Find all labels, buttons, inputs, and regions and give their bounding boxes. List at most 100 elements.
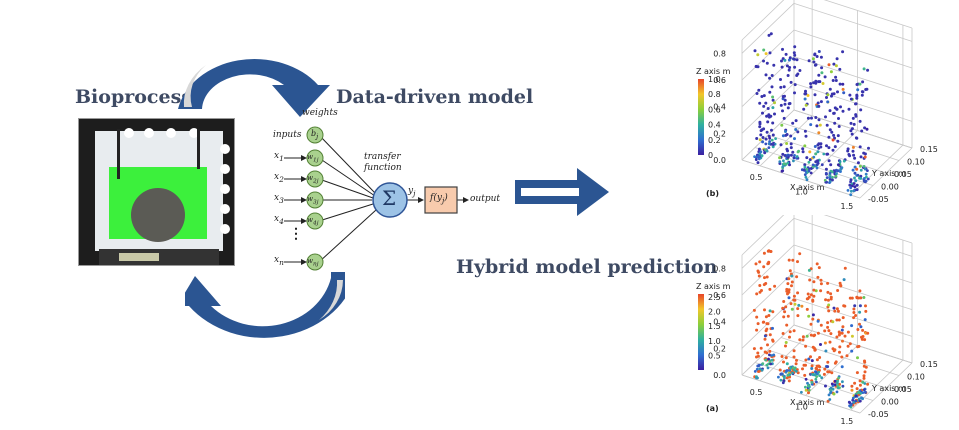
data-point — [835, 172, 838, 176]
data-point — [836, 90, 839, 94]
data-point — [813, 52, 817, 56]
data-point — [832, 306, 836, 310]
inputs-label: inputs — [273, 130, 302, 140]
data-point — [789, 146, 793, 150]
colorbar — [698, 79, 704, 155]
data-point — [846, 149, 850, 153]
data-point — [782, 360, 785, 364]
data-point — [842, 278, 846, 282]
data-point — [815, 358, 819, 362]
gridline — [741, 3, 795, 54]
data-point — [765, 130, 769, 134]
colorbar-tick-label: 0.5 — [708, 351, 721, 360]
data-point — [772, 63, 776, 67]
data-point — [855, 295, 859, 299]
data-point — [785, 64, 789, 68]
data-point — [850, 296, 854, 300]
data-point — [781, 381, 785, 385]
data-point — [810, 364, 814, 368]
data-point — [819, 100, 823, 104]
data-point — [809, 293, 813, 297]
z-tick-label: 0.8 — [713, 264, 726, 273]
colorbar-tick-label: 2.0 — [708, 308, 721, 317]
data-point — [779, 378, 783, 382]
data-point — [849, 121, 853, 125]
data-point — [783, 310, 787, 314]
data-point — [818, 374, 821, 377]
data-point — [794, 369, 798, 373]
data-point — [777, 375, 780, 379]
data-point — [861, 391, 865, 394]
data-point — [810, 116, 813, 120]
data-point — [852, 311, 856, 314]
weight-subscript: 4j — [313, 220, 319, 227]
data-point — [771, 121, 775, 125]
data-point — [806, 94, 810, 97]
data-point — [809, 171, 813, 175]
data-point — [841, 50, 845, 54]
data-point — [767, 146, 771, 150]
data-point — [826, 100, 830, 104]
data-point — [853, 304, 857, 308]
data-point — [827, 135, 831, 139]
data-point — [836, 309, 840, 313]
data-point — [763, 151, 767, 155]
data-point — [817, 118, 821, 122]
data-point — [762, 94, 766, 98]
data-point — [803, 163, 807, 167]
data-point — [765, 61, 769, 65]
data-point — [781, 332, 785, 335]
data-point — [764, 52, 768, 56]
data-point — [858, 164, 862, 168]
y-axis-label: Y axis m — [871, 169, 906, 178]
gridline — [767, 349, 887, 389]
photobioreactor-photo — [78, 118, 235, 266]
data-point — [826, 360, 830, 364]
data-point — [790, 307, 794, 311]
weight-w2j: w2j — [307, 174, 319, 184]
input-x3: x3 — [274, 193, 284, 205]
data-point — [866, 331, 870, 335]
data-point — [780, 372, 783, 376]
data-point — [804, 89, 807, 93]
data-point — [863, 370, 867, 374]
data-point — [786, 282, 790, 286]
data-point — [826, 93, 830, 97]
data-point — [840, 331, 844, 335]
data-point — [811, 313, 815, 317]
data-point — [759, 150, 763, 154]
data-point — [848, 93, 852, 97]
data-point — [841, 316, 845, 320]
data-point — [829, 163, 833, 167]
data-point — [811, 57, 815, 61]
photobioreactor-illustration — [79, 119, 234, 265]
data-point — [762, 283, 766, 287]
data-point — [814, 377, 818, 381]
data-point — [831, 138, 835, 142]
hybrid-prediction-heading: Hybrid model prediction — [456, 256, 718, 278]
data-point — [768, 349, 772, 353]
data-point — [755, 292, 759, 296]
data-point — [779, 85, 783, 89]
sum-symbol: Σ — [382, 186, 397, 210]
data-point — [788, 163, 791, 167]
data-point — [802, 168, 806, 172]
data-point — [823, 341, 827, 345]
data-point — [763, 337, 767, 341]
gridline — [741, 56, 795, 107]
data-point — [858, 289, 862, 293]
data-point — [856, 391, 860, 394]
data-point — [814, 79, 818, 83]
data-point — [858, 379, 862, 383]
input-x2: x2 — [274, 172, 284, 184]
data-point — [823, 75, 827, 79]
data-point — [807, 295, 811, 299]
right-arrow-icon — [515, 168, 609, 216]
data-point — [863, 155, 867, 159]
data-point — [753, 49, 757, 53]
data-point — [820, 163, 824, 167]
data-point — [784, 130, 787, 133]
data-point — [762, 251, 766, 255]
data-point — [781, 97, 785, 101]
x-tick-label: 0.5 — [750, 173, 763, 182]
